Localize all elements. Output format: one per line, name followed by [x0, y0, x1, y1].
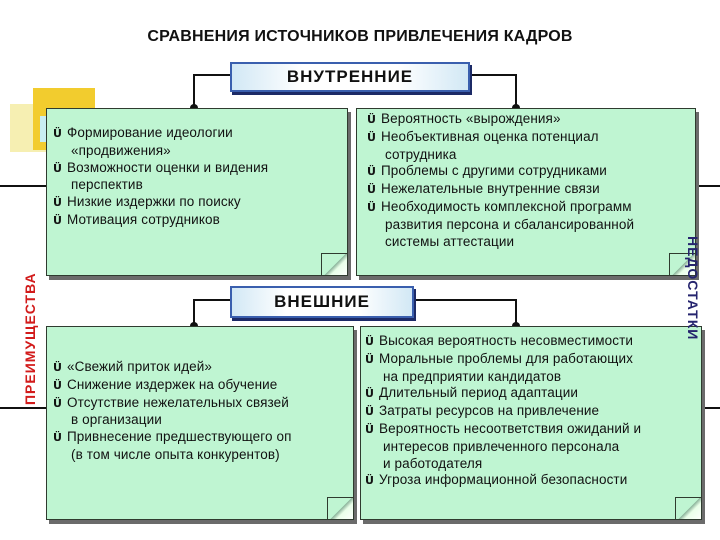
- list-item-text: интересов привлеченного персонала: [383, 438, 620, 454]
- list-item: Ü Мотивация сотрудников: [53, 212, 343, 230]
- list-item-text: Низкие издержки по поиску: [67, 194, 241, 210]
- list-item: Ü Снижение издержек на обучение: [53, 377, 353, 395]
- list-item: перспектив: [53, 177, 343, 194]
- list-item-text: Высокая вероятность несовместимости: [379, 333, 634, 348]
- list-item: на предприятии кандидатов: [365, 369, 701, 386]
- bullet-icon: Ü: [365, 474, 375, 488]
- list-item-text: Отсутствие нежелательных связей: [67, 394, 289, 410]
- list-item-text: Необъективная оценка потенциал: [381, 128, 599, 144]
- bullet-icon: Ü: [53, 378, 63, 392]
- bullet-icon: Ü: [365, 335, 375, 348]
- list-item-text: и работодателя: [383, 455, 483, 471]
- bullet-icon: Ü: [365, 422, 375, 436]
- list-item-text: на предприятии кандидатов: [383, 368, 562, 384]
- list-item: Ü Длительный период адаптации: [365, 385, 701, 403]
- external-sources-label: ВНЕШНИЕ: [230, 286, 414, 318]
- list-item-text: развития персона и сбалансированной: [385, 216, 635, 232]
- list-item: Ü «Свежий приток идей»: [53, 359, 353, 377]
- list-item: Ü Необходимость комплексной программ: [367, 199, 695, 217]
- bullet-icon: Ü: [367, 183, 377, 197]
- list-item-text: «продвижения»: [71, 142, 171, 158]
- advantages-axis-label: ПРЕИМУЩЕСТВА: [22, 272, 38, 405]
- external-advantages-card: Ü «Свежий приток идей» Ü Снижение издержек …: [46, 326, 354, 520]
- list-item-text: Затраты ресурсов на привлечение: [379, 403, 600, 419]
- list-item-text: Необходимость комплексной программ: [381, 198, 632, 214]
- list-item: Ü Нежелательные внутренние связи: [367, 181, 695, 199]
- list-item: Ü Формирование идеологии: [53, 125, 343, 143]
- list-item-text: Проблемы с другими сотрудниками: [381, 163, 607, 179]
- list-item-text: Угроза информационной безопасности: [379, 472, 628, 488]
- list-item: в организации: [53, 412, 353, 429]
- list-item: (в том числе опыта конкурентов): [53, 447, 353, 464]
- list-item-text: Мотивация сотрудников: [67, 211, 220, 227]
- bullet-icon: Ü: [53, 161, 63, 175]
- internal-advantages-card: Ü Формирование идеологии «продвижения» Ü Воз…: [46, 108, 348, 276]
- page-curl: [675, 497, 701, 519]
- list-item: Ü Низкие издержки по поиску: [53, 194, 343, 212]
- page-curl: [321, 253, 347, 275]
- internal-disadvantages-card: Ü Вероятность «вырождения» Ü Необъективная …: [356, 108, 696, 276]
- list-item-text: Снижение издержек на обучение: [67, 376, 278, 392]
- list-item-text: перспектив: [71, 177, 143, 193]
- list-item-text: Длительный период адаптации: [379, 385, 578, 401]
- list-item: Ü Затраты ресурсов на привлечение: [365, 403, 701, 421]
- list-item: сотрудника: [367, 147, 695, 164]
- bullet-icon: Ü: [53, 127, 63, 140]
- list-item: Ü Отсутствие нежелательных связей: [53, 395, 353, 413]
- list-item: Ü Вероятность несоответствия ожиданий и: [365, 421, 701, 439]
- list-item-text: в организации: [71, 412, 162, 428]
- list-item: Ü Необъективная оценка потенциал: [367, 129, 695, 147]
- list-item: системы аттестации: [367, 234, 695, 251]
- list-item-text: Формирование идеологии: [67, 125, 233, 140]
- list-item: Ü Высокая вероятность несовместимости: [365, 333, 701, 351]
- page-curl: [327, 497, 353, 519]
- list-item-text: системы аттестации: [385, 233, 515, 249]
- disadvantages-axis-label: НЕДОСТАТКИ: [685, 236, 701, 341]
- list-item-text: Привнесение предшествующего оп: [67, 429, 292, 445]
- bullet-icon: Ü: [53, 196, 63, 210]
- list-item-text: Моральные проблемы для работающих: [379, 350, 633, 366]
- bullet-icon: Ü: [365, 352, 375, 366]
- bullet-icon: Ü: [53, 431, 63, 445]
- list-item: Ü Моральные проблемы для работающих: [365, 351, 701, 369]
- internal-sources-label: ВНУТРЕННИЕ: [230, 62, 470, 92]
- list-item-text: «Свежий приток идей»: [67, 359, 213, 374]
- list-item: Ü Привнесение предшествующего оп: [53, 429, 353, 447]
- bullet-icon: Ü: [53, 213, 63, 227]
- list-item: Ü Угроза информационной безопасности: [365, 472, 701, 490]
- bullet-icon: Ü: [365, 387, 375, 401]
- bullet-icon: Ü: [365, 405, 375, 419]
- list-item-text: сотрудника: [385, 146, 457, 162]
- list-item-text: Нежелательные внутренние связи: [381, 181, 600, 197]
- page-curl: [669, 253, 695, 275]
- list-item: Ü Проблемы с другими сотрудниками: [367, 163, 695, 181]
- list-item: развития персона и сбалансированной: [367, 217, 695, 234]
- list-item: и работодателя: [365, 456, 701, 473]
- list-item-text: Вероятность несоответствия ожиданий и: [379, 420, 642, 436]
- diagram-title: СРАВНЕНИЯ ИСТОЧНИКОВ ПРИВЛЕЧЕНИЯ КАДРОВ: [147, 28, 573, 45]
- list-item: Ü Вероятность «вырождения»: [367, 111, 695, 129]
- bullet-icon: Ü: [53, 361, 63, 374]
- bullet-icon: Ü: [367, 165, 377, 179]
- list-item: «продвижения»: [53, 143, 343, 160]
- bullet-icon: Ü: [367, 200, 377, 214]
- list-item-text: (в том числе опыта конкурентов): [71, 446, 280, 462]
- list-item-text: Возможности оценки и видения: [67, 159, 269, 175]
- list-item-text: Вероятность «вырождения»: [381, 111, 561, 126]
- bullet-icon: Ü: [367, 113, 377, 126]
- list-item: интересов привлеченного персонала: [365, 439, 701, 456]
- list-item: Ü Возможности оценки и видения: [53, 160, 343, 178]
- bullet-icon: Ü: [367, 130, 377, 144]
- bullet-icon: Ü: [53, 396, 63, 410]
